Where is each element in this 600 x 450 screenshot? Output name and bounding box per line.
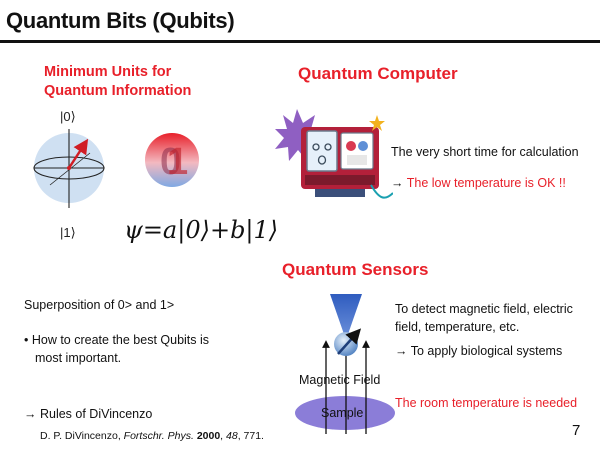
quantum-sensor-illustration: Magnetic Field Sample [295, 294, 395, 434]
spin-sensor-icon [334, 328, 362, 356]
best-qubits-bullet-line1: • How to create the best Qubits is [24, 333, 210, 347]
probe-tip-icon [330, 294, 362, 340]
magnetic-field-label: Magnetic Field [299, 373, 380, 387]
ket-one-label: |1⟩ [60, 225, 76, 240]
page-number: 7 [572, 422, 581, 439]
divincenzo-rules-text: → Rules of DiVincenzo [24, 407, 153, 421]
best-qubits-bullet: • How to create the best Qubits is most … [24, 331, 264, 367]
ket-zero-label: |0⟩ [60, 109, 76, 124]
citation-pages: , 771. [237, 430, 264, 442]
superposed-qubit-icon: 0 1 [145, 133, 199, 187]
low-temperature-note: The low temperature is OK !! [406, 176, 566, 190]
svg-text:0: 0 [160, 141, 181, 183]
starburst-icon [275, 109, 325, 161]
citation-volume: 48 [226, 430, 238, 442]
citation-journal: Fortschr. Phys. [123, 430, 194, 442]
title-divider [0, 40, 600, 43]
minimum-units-heading-line2: Quantum Information [44, 83, 192, 99]
citation: D. P. DiVincenzo, Fortschr. Phys. 2000 , … [40, 430, 264, 442]
computer-machine-icon [301, 115, 393, 199]
minimum-units-heading-line1: Minimum Units for [44, 64, 172, 80]
quantum-computer-line2: → The low temperature is OK !! [391, 174, 566, 192]
quantum-computer-line2-arrow: → [391, 176, 407, 190]
slide-title: Quantum Bits (Qubits) [6, 8, 235, 33]
qubit-illustration: |0⟩ |1⟩ 0 1 [33, 109, 199, 240]
best-qubits-bullet-line2: most important. [35, 351, 122, 365]
bloch-sphere-icon [33, 129, 105, 208]
sample-disc-icon [295, 396, 395, 430]
quantum-sensors-line2: → To apply biological systems [395, 344, 563, 358]
quantum-computer-illustration [275, 109, 393, 199]
citation-authors: D. P. DiVincenzo, [40, 430, 124, 442]
quantum-sensors-line1: To detect magnetic field, electric field… [395, 302, 573, 334]
wavefunction-equation: ψ=a|0⟩+b|1⟩ [124, 216, 279, 244]
citation-year: 2000 [196, 430, 221, 442]
superposition-text: Superposition of 0> and 1> [24, 298, 175, 312]
minimum-units-heading: Minimum Units for Quantum Information [44, 63, 191, 101]
sample-label: Sample [321, 406, 363, 420]
quantum-sensors-heading: Quantum Sensors [282, 260, 429, 279]
room-temperature-note: The room temperature is needed [395, 396, 578, 410]
svg-text:1: 1 [167, 141, 188, 183]
quantum-computer-line1: The very short time for calculation [391, 145, 579, 159]
quantum-computer-heading: Quantum Computer [298, 64, 458, 83]
